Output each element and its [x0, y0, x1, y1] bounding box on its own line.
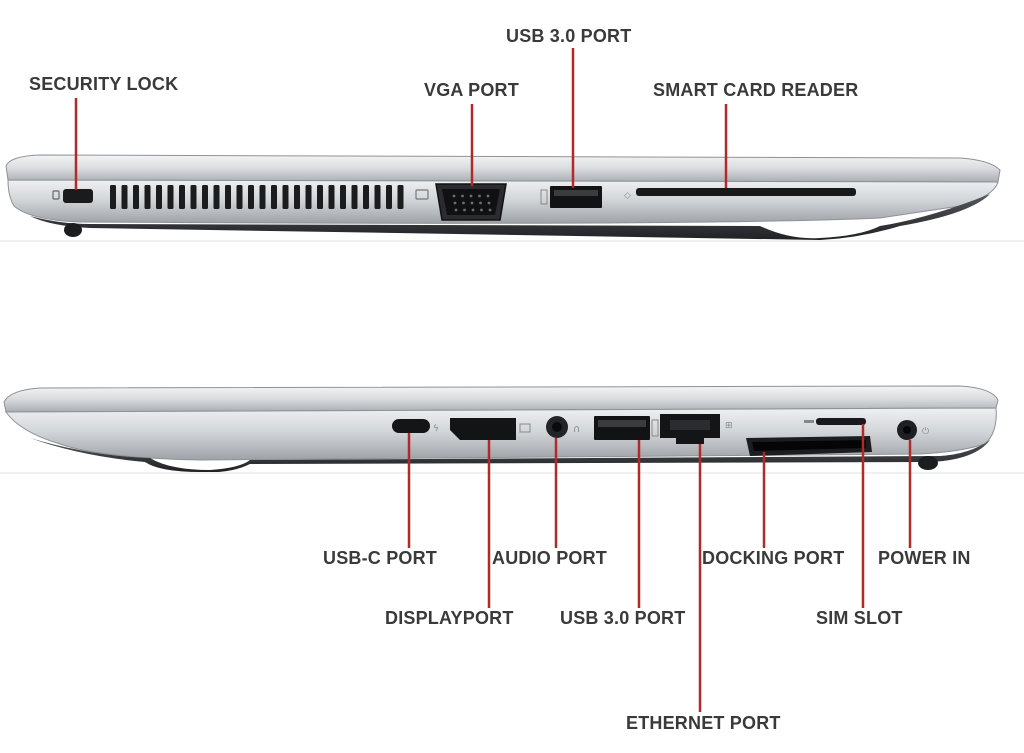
vga-pin — [454, 208, 458, 212]
usb-port-top — [540, 186, 602, 208]
vga-pin — [479, 201, 482, 205]
leader-lines — [74, 48, 912, 712]
left-side-lid — [5, 154, 1001, 183]
label-usb-port-top: USB 3.0 PORT — [506, 26, 632, 46]
right-rubber-foot — [918, 456, 938, 470]
vga-pin — [487, 201, 491, 205]
label-audio-port: AUDIO PORT — [492, 548, 608, 568]
vent-slot — [259, 185, 266, 209]
vga-pin — [453, 201, 457, 205]
vent-slot — [179, 185, 185, 209]
vent-slot — [248, 185, 254, 209]
right-side-view: ϟ ∩ ⊞ — [0, 385, 1024, 474]
right-side-base — [30, 438, 990, 473]
vent-slot — [156, 185, 162, 209]
smart-card-slot: ◇ — [624, 188, 856, 201]
vga-pin — [478, 194, 481, 198]
vent-slot — [236, 185, 243, 209]
svg-text:⊞: ⊞ — [725, 421, 733, 431]
svg-text:ϟ: ϟ — [433, 424, 439, 434]
vent-slot — [121, 185, 128, 209]
label-docking-port: DOCKING PORT — [702, 548, 845, 568]
label-sim-slot: SIM SLOT — [816, 608, 903, 628]
vent-slot — [213, 185, 220, 209]
vent-slot — [202, 185, 208, 209]
usb-port-bottom — [594, 416, 659, 440]
vent-slot — [386, 185, 392, 209]
vga-port — [415, 183, 507, 221]
left-rubber-foot — [64, 223, 82, 237]
vent-grille — [110, 185, 404, 209]
vent-slot — [271, 185, 277, 209]
security-lock-slot — [52, 189, 93, 203]
label-ethernet-port: ETHERNET PORT — [626, 713, 781, 733]
vent-slot — [190, 185, 197, 209]
audio-jack: ∩ — [546, 416, 580, 438]
svg-text:◇: ◇ — [624, 191, 631, 201]
right-side-lid — [3, 385, 999, 413]
vent-slot — [225, 185, 231, 209]
svg-text:⏻: ⏻ — [922, 426, 929, 437]
vent-slot — [282, 185, 289, 209]
label-displayport: DISPLAYPORT — [385, 608, 514, 628]
usb-c-port: ϟ — [392, 419, 439, 434]
vga-pin — [461, 194, 464, 198]
vga-pin — [469, 194, 473, 198]
vent-slot — [340, 185, 346, 209]
sim-slot — [804, 418, 866, 425]
label-security-lock: SECURITY LOCK — [29, 74, 179, 94]
vga-pin — [452, 194, 456, 198]
vga-pin — [470, 201, 474, 205]
svg-text:∩: ∩ — [573, 424, 580, 435]
vga-pin — [486, 194, 490, 198]
vent-slot — [294, 185, 300, 209]
vent-slot — [167, 185, 174, 209]
vga-pin — [462, 201, 465, 205]
vga-pin — [471, 208, 475, 212]
vent-slot — [144, 185, 151, 209]
vent-slot — [351, 185, 358, 209]
left-side-base — [30, 194, 990, 240]
label-power-in: POWER IN — [878, 548, 971, 568]
power-in-jack: ⏻ — [897, 420, 929, 440]
left-side-view: ◇ — [0, 154, 1024, 242]
vent-slot — [317, 185, 323, 209]
ethernet-port: ⊞ — [660, 414, 733, 444]
vent-slot — [110, 185, 116, 209]
vga-pin — [480, 208, 483, 212]
vent-slot — [363, 185, 369, 209]
docking-port — [746, 436, 872, 456]
label-smart-card-reader: SMART CARD READER — [653, 80, 859, 100]
vent-slot — [305, 185, 312, 209]
label-usb-port-bottom: USB 3.0 PORT — [560, 608, 686, 628]
vent-slot — [328, 185, 335, 209]
vga-pin — [463, 208, 466, 212]
vent-slot — [397, 185, 404, 209]
vent-slot — [133, 185, 139, 209]
label-usb-c-port: USB-C PORT — [323, 548, 437, 568]
vga-pin — [488, 208, 492, 212]
displayport — [450, 418, 531, 440]
label-vga-port: VGA PORT — [424, 80, 519, 100]
vent-slot — [374, 185, 381, 209]
